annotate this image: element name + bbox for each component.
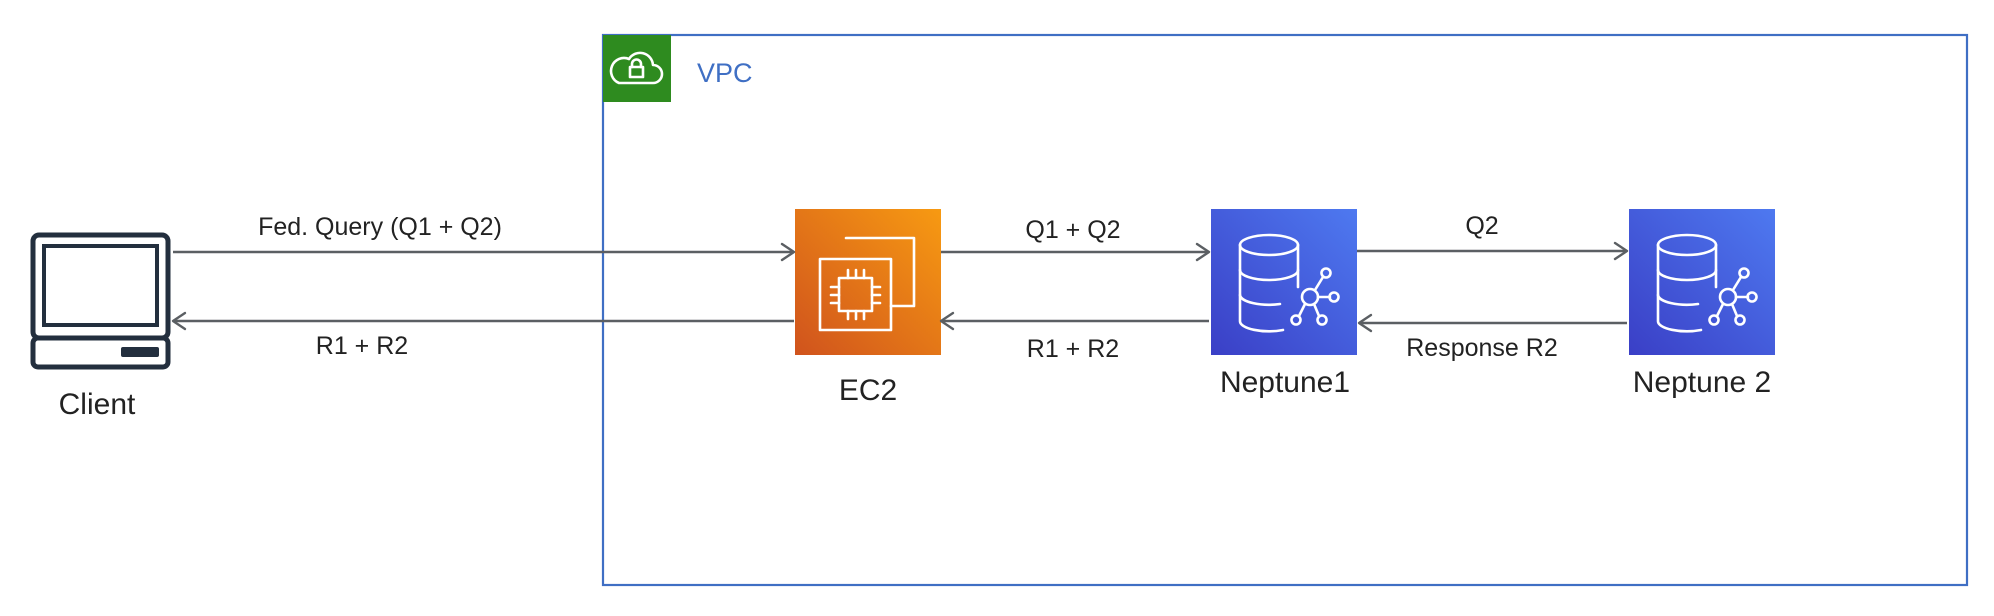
edge-label-neptune2-to-neptune1: Response R2 (1406, 334, 1557, 362)
edge-neptune1-to-neptune2: Q2 (1357, 212, 1629, 261)
client-node: Client (30, 232, 171, 421)
ec2-node: EC2 (795, 209, 941, 407)
neptune2-label: Neptune 2 (1633, 366, 1771, 399)
edge-label-ec2-to-client: R1 + R2 (316, 332, 408, 360)
edge-label-client-to-ec2: Fed. Query (Q1 + Q2) (258, 213, 502, 241)
cpu-chip-icon (818, 236, 916, 332)
vpc-group: VPC (601, 33, 1969, 587)
neptune1-tile (1211, 209, 1357, 355)
edge-ec2-to-neptune1: Q1 + Q2 (941, 216, 1211, 262)
ec2-label: EC2 (839, 374, 897, 407)
vpc-label: VPC (697, 58, 753, 88)
vpc-boundary (601, 33, 1969, 587)
neptune2-tile (1629, 209, 1775, 355)
graph-database-icon (1238, 233, 1340, 333)
edge-neptune2-to-neptune1: Response R2 (1357, 313, 1627, 362)
edge-label-neptune1-to-neptune2: Q2 (1465, 212, 1498, 240)
client-label: Client (59, 388, 136, 421)
edge-neptune1-to-ec2: R1 + R2 (939, 311, 1209, 363)
ec2-tile (795, 209, 941, 355)
edge-client-to-ec2: Fed. Query (Q1 + Q2) (173, 213, 796, 262)
edge-label-neptune1-to-ec2: R1 + R2 (1027, 335, 1119, 363)
neptune1-node: Neptune1 (1211, 209, 1357, 399)
laptop-icon (30, 232, 171, 370)
neptune2-node: Neptune 2 (1629, 209, 1775, 399)
edge-label-ec2-to-neptune1: Q1 + Q2 (1025, 216, 1120, 244)
edge-ec2-to-client: R1 + R2 (171, 311, 794, 360)
cloud-lock-icon (609, 51, 664, 85)
graph-database-icon (1656, 233, 1758, 333)
neptune1-label: Neptune1 (1220, 366, 1350, 399)
